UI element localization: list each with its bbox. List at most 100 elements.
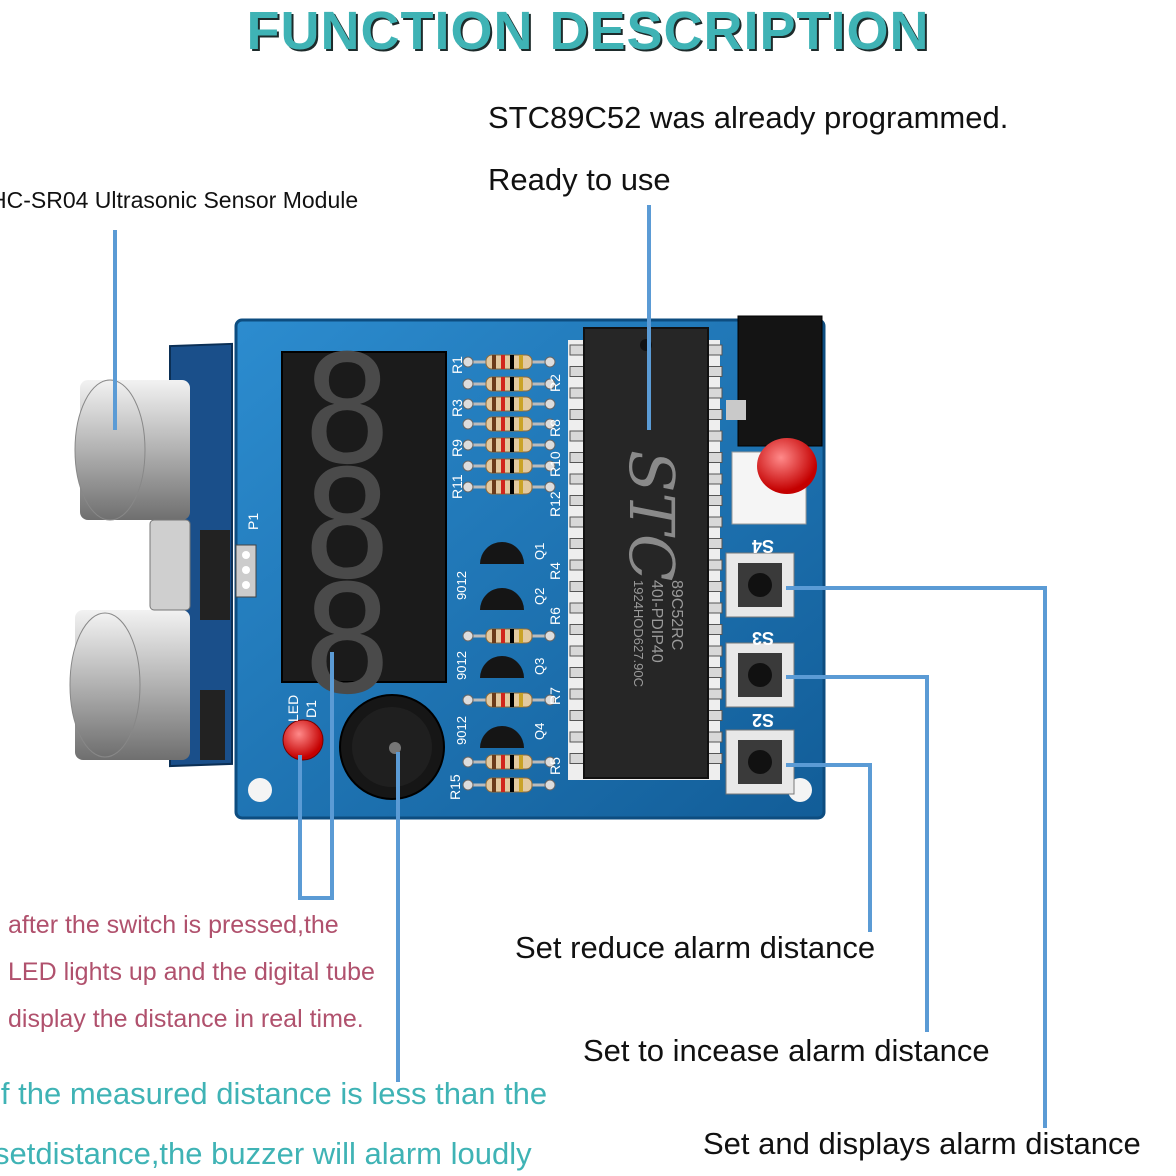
resistor-label: R6 (547, 607, 563, 625)
switch-silkscreen: S2 (752, 710, 774, 730)
resistor-label: R10 (547, 451, 563, 477)
mcu-label-line1: STC89C52 was already programmed. (488, 100, 1009, 135)
mcu-chip (568, 327, 723, 780)
mount-hole (248, 778, 272, 802)
chip-pin (707, 516, 723, 528)
indicator-led (282, 719, 324, 761)
chip-pin (569, 538, 585, 549)
led-label-line2: LED lights up and the digital tube (8, 958, 375, 986)
chip-pin (569, 559, 585, 571)
led-ref-silkscreen: D1 (303, 700, 319, 718)
chip-pin (707, 602, 723, 614)
chip-pin (569, 645, 585, 657)
seven-segment-display (281, 351, 447, 683)
transistor-array (480, 542, 524, 748)
chip-pin (569, 366, 585, 377)
resistor-label: R9 (449, 439, 465, 457)
transistor (480, 656, 524, 678)
chip-pin (707, 473, 723, 485)
resistor-label: R4 (547, 562, 563, 580)
transistor-part-label: 9012 (454, 571, 469, 600)
chip-marking: 40I-PDIP40 (648, 580, 665, 663)
buzzer (339, 694, 445, 800)
chip-pin (569, 430, 585, 442)
chip-pin (569, 387, 585, 399)
resistor-array (462, 354, 556, 793)
chip-pin (569, 581, 585, 592)
transistor-label: Q1 (532, 543, 547, 560)
callout-line-s3 (786, 675, 929, 1032)
sensor-label: HC-SR04 Ultrasonic Sensor Module (0, 187, 359, 213)
s4-label: Set and displays alarm distance (703, 1126, 1141, 1161)
chip-pin (707, 753, 723, 764)
power-switch (731, 438, 817, 525)
tactile-switch (725, 729, 795, 795)
callout-lines (113, 205, 1047, 1128)
switch-silkscreen: S3 (752, 628, 774, 648)
transistor-label: Q2 (532, 588, 547, 605)
resistor-label: R2 (547, 374, 563, 392)
board-silkscreen: 888STC89C52RC40I-PDIP401924HOD627.90CR1R… (245, 324, 774, 800)
resistor-label: R8 (547, 419, 563, 437)
page-title: FUNCTION DESCRIPTION (246, 1, 930, 61)
chip-pin (707, 387, 723, 399)
chip-marking: 89C52RC (668, 580, 685, 650)
callout-line-led (298, 652, 334, 900)
chip-pin (569, 688, 585, 700)
display-digit: 8 (302, 554, 392, 728)
resistor-label: R7 (547, 687, 563, 705)
led-silkscreen: LED (285, 695, 301, 722)
resistor (462, 479, 556, 495)
chip-pin (569, 495, 585, 506)
led-label-line1: after the switch is pressed,the (8, 911, 339, 939)
resistor (462, 437, 556, 453)
transistor-label: Q3 (532, 658, 547, 675)
chip-pin (707, 538, 723, 549)
chip-pin (569, 667, 585, 678)
chip-pin (707, 581, 723, 592)
chip-pin (569, 753, 585, 764)
chip-pin (569, 602, 585, 614)
chip-pin (569, 710, 585, 721)
resistor (462, 354, 556, 370)
callout-line-s4 (786, 586, 1047, 1128)
tactile-switch (725, 642, 795, 708)
resistor-label: R12 (547, 491, 563, 517)
tactile-switch (725, 552, 795, 618)
switch-silkscreen: S4 (752, 536, 774, 556)
tactile-switches (725, 552, 795, 795)
transistor-part-label: 9012 (454, 716, 469, 745)
dc-power-jack (726, 315, 823, 447)
chip-pin (707, 624, 723, 635)
chip-pin (569, 473, 585, 485)
transistor (480, 542, 524, 564)
resistor-label: R15 (447, 774, 463, 800)
chip-pin (707, 452, 723, 463)
chip-pin (707, 667, 723, 678)
display-digit: 8 (302, 439, 392, 613)
resistor-label: R3 (449, 399, 465, 417)
resistor (462, 396, 556, 412)
led-label-line3: display the distance in real time. (8, 1005, 364, 1033)
chip-pin (707, 344, 723, 356)
resistor-label: R1 (449, 356, 465, 374)
chip-pin (707, 645, 723, 657)
resistor-label: R5 (547, 757, 563, 775)
s3-label: Set to incease alarm distance (583, 1033, 990, 1068)
chip-pin (569, 624, 585, 635)
chip-pin (707, 731, 723, 743)
chip-pin (707, 430, 723, 442)
display-digit: 8 (302, 324, 392, 498)
resistor (462, 376, 556, 392)
resistor (462, 458, 556, 474)
chip-logo: STC (615, 450, 688, 581)
ultrasonic-sensor (69, 342, 233, 768)
transistor (480, 726, 524, 748)
resistor (462, 692, 556, 708)
chip-pin (569, 344, 585, 356)
chip-pin (569, 452, 585, 463)
resistor (462, 777, 556, 793)
callout-line-s2 (786, 763, 872, 932)
chip-pin (569, 516, 585, 528)
buzzer-label-line1: if the measured distance is less than th… (0, 1076, 548, 1111)
